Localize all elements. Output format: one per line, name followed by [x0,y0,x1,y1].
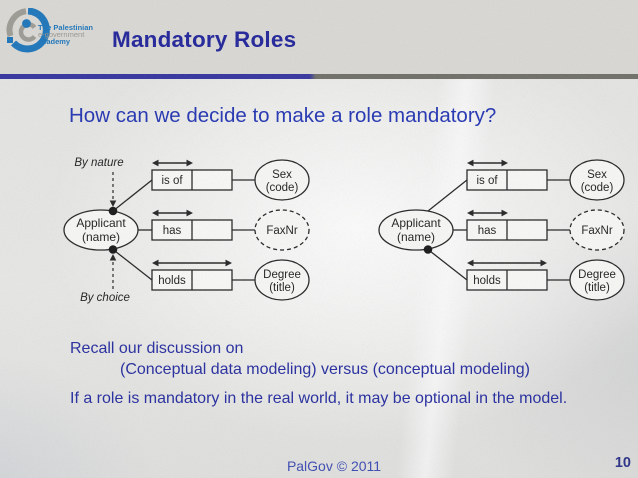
orm-svg: Applicant(name) is of Sex(code) has FaxNr hol… [378,159,625,301]
arrowhead-left-icon [467,259,474,267]
logo-line3: academy [38,37,71,46]
entity-role-connector [427,179,468,212]
arrowhead-right-icon [186,159,193,167]
diagram-label: FaxNr [266,225,297,237]
entity-role-connector [427,248,468,281]
body-line-3: If a role is mandatory in the real world… [70,390,568,407]
diagram-label: (title) [584,282,610,294]
arrowhead-left-icon [152,159,159,167]
arrowhead-left-icon [152,259,159,267]
diagram-label: (code) [581,182,614,194]
mandatory-role-dot [108,245,118,254]
arrowhead-up-icon [109,254,117,261]
background-header-band [0,0,638,74]
orm-diagram-right: Applicant(name) is of Sex(code) has FaxNr hol… [375,150,635,323]
entity-role-connector [112,248,153,281]
logo-wordmark: The Palestinian e-government academy [38,24,93,46]
arrowhead-right-icon [501,159,508,167]
diagram-label: Degree [263,269,301,281]
arrowhead-left-icon [467,159,474,167]
diagram-label: Sex [272,169,292,181]
diagram-label: is of [161,175,183,187]
mandatory-role-dot [108,206,118,216]
diagram-label: Applicant [76,216,126,230]
body-line-2: (Conceptual data modeling) versus (conce… [120,361,530,378]
logo-square [7,37,13,43]
diagram-label: is of [476,175,498,187]
slide-title: Mandatory Roles [112,27,297,52]
arrowhead-left-icon [152,209,159,217]
header-divider [0,74,638,79]
diagram-label: (title) [269,282,295,294]
mandatory-role-dot [423,245,433,254]
body-line-1: Recall our discussion on [70,340,244,357]
arrowhead-right-icon [186,209,193,217]
diagram-label: (code) [266,182,299,194]
arrowhead-left-icon [467,209,474,217]
logo-dot [22,19,31,28]
arrowhead-right-icon [501,209,508,217]
diagram-label: (name) [82,230,120,244]
diagram-label: Applicant [391,216,441,230]
arrowhead-right-icon [540,259,547,267]
arrowhead-down-icon [109,200,117,207]
diagram-label: Sex [587,169,607,181]
annotation-by-nature: By nature [74,157,123,169]
entity-role-connector [112,179,153,212]
diagram-label: has [478,225,497,237]
diagram-label: (name) [397,230,435,244]
arrowhead-right-icon [225,259,232,267]
diagram-label: Degree [578,269,616,281]
diagram-label: FaxNr [581,225,612,237]
orm-svg: Applicant(name) is of Sex(code) has FaxNr hol… [63,157,310,304]
orm-diagram-left: Applicant(name) is of Sex(code) has FaxNr hol… [60,150,320,323]
diagram-label: holds [473,275,501,287]
page-number: 10 [614,455,631,471]
diagram-label: has [163,225,182,237]
footer-copyright: PalGov © 2011 [286,458,382,474]
diagram-label: holds [158,275,186,287]
question-heading: How can we decide to make a role mandato… [69,104,497,127]
annotation-by-choice: By choice [80,292,130,304]
